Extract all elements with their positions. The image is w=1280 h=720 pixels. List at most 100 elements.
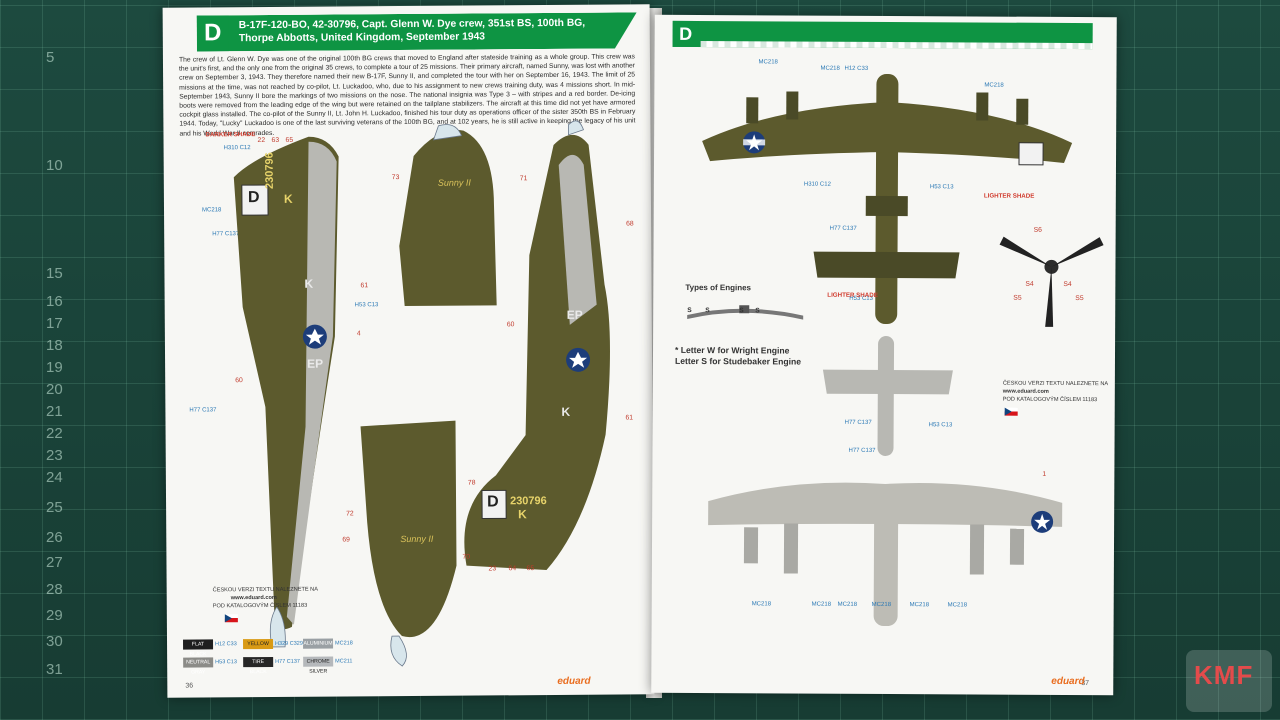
ruler-number: 5 [46,49,55,66]
propeller [999,236,1104,327]
paint-code: MC218 [909,602,930,609]
ruler-number: 21 [46,403,63,420]
paint-legend: FLAT BLACK H12 C33 YELLOW H329 C329 ALUM… [183,638,403,688]
callout: 65 [526,565,535,573]
ruler-number: 30 [46,633,63,650]
watermark-letter-f: F [1236,660,1254,690]
top-view-aircraft [702,74,1073,325]
propeller-callout: S4 [1063,280,1072,288]
legend-code: MC218 [335,640,353,647]
ruler-number: 19 [46,359,63,376]
ruler-number: 29 [46,607,63,624]
page-number: 36 [185,682,194,690]
paint-code: MC218 [947,602,968,609]
propeller-callout: S6 [1033,226,1043,234]
ruler-number: 17 [46,315,63,332]
ruler-number: 27 [46,554,63,571]
nose-detail-top [399,124,497,307]
ruler-number: 18 [46,337,63,354]
callout: 65 [285,136,294,144]
ruler-number: 23 [46,447,63,464]
callout: 73 [391,174,400,182]
watermark-letter-m: M [1213,660,1237,690]
engine-note-wright: * Letter W for Wright Engine [674,344,790,356]
lighter-shade-label: LIGHTER SHADE [827,291,878,299]
czech-flag-icon [224,614,238,623]
wing-callout: 1 [1042,470,1047,478]
ruler-number: 16 [46,293,63,310]
callout: 68 [626,220,634,228]
callout: 69 [342,536,350,544]
right-page: D [651,14,1117,696]
watermark-text: KMF [1194,660,1253,691]
engine-letter: S [739,307,744,315]
ruler-number: 25 [46,499,63,516]
czech-version-note: ČESKOU VERZI TEXTU NALEZNETE NA [212,586,318,594]
callout: 4 [356,330,361,338]
czech-flag-icon [1004,407,1018,416]
paint-code: H12 C33 [844,65,869,72]
watermark-letter-k: K [1194,660,1214,690]
legend-code: MC211 [335,658,353,665]
legend-swatch-yellow: YELLOW [243,638,274,650]
website-link[interactable]: www.eduard.com [230,594,277,602]
nose-art-name: Sunny II [400,533,434,545]
right-fuselage-profile [464,120,610,571]
czech-version-note: ČESKOU VERZI TEXTU NALEZNETE NA [1002,380,1109,388]
paint-code: MC218 [837,601,858,608]
callout: 72 [346,510,354,518]
legend-code: H53 C13 [215,659,237,666]
tail-square-letter-left: D [247,189,260,207]
callout: 23 [488,565,497,573]
ruler-number: 10 [46,157,63,174]
legend-code: H329 C329 [275,640,303,647]
callout: 78 [467,479,476,487]
callout: 60 [235,377,243,385]
paint-code: H77 C137 [848,447,876,454]
left-page: D B-17F-120-BO, 42-30796, Capt. Glenn W.… [162,4,655,698]
aircraft-side-profiles [233,120,610,667]
nose-detail-bottom [360,420,457,667]
fuselage-squadron-right: EP [566,307,583,322]
ruler-number: 15 [46,265,63,282]
paint-code: H53 C13 [928,422,953,429]
tail-letter-right: K [518,507,527,522]
brand-logo: eduard [1051,675,1085,688]
tail-serial-left: 230796 [263,152,276,190]
tail-letter-left: K [283,191,293,206]
nose-art-name: Sunny II [437,177,471,188]
paint-code: MC218 [984,82,1004,89]
legend-swatch-neutral-gray: NEUTRAL GRAY [183,657,214,676]
ruler-number: 26 [46,529,63,546]
engine-letter: S [755,307,760,315]
engine-letter: S [705,307,710,315]
callout: 70 [462,553,471,561]
paint-code: H310 C12 [803,181,831,188]
legend-swatch-aluminium: ALUMINIUM [303,638,334,649]
aircraft-plan-views [687,74,1104,627]
ruler-number: 22 [46,425,63,442]
paint-code: H77 C137 [829,225,857,232]
brand-logo: eduard [557,675,591,687]
paint-code: H77 C137 [844,419,872,426]
watermark-logo: KMF [1186,650,1272,712]
catalog-note: POD KATALOGOVÝM ČÍSLEM 11183 [212,602,308,610]
engine-letter: S [687,306,692,314]
paint-code: MC218 [871,601,892,609]
legend-swatch-tire-black: TIRE BLACK [243,656,274,675]
ruler-number: 20 [46,381,63,398]
legend-swatch-chrome-silver: CHROME SILVER [303,656,334,675]
fuselage-letter-left: K [304,276,314,291]
tail-square-letter-right: D [486,493,499,511]
ruler-number: 28 [46,581,63,598]
ruler-number: 24 [46,469,63,486]
ruler-number: 31 [46,661,63,678]
catalog-note: POD KATALOGOVÝM ČÍSLEM 11183 [1002,396,1098,404]
fuselage-squadron-left: EP [307,356,324,371]
engine-note: * Letter W for Wright Engine Letter S fo… [675,345,827,368]
callout: 63 [271,136,280,144]
website-link[interactable]: www.eduard.com [1002,388,1049,395]
legend-code: H12 C33 [215,641,237,648]
types-of-engines-heading: Types of Engines [685,282,752,293]
callout: 22 [257,136,266,145]
